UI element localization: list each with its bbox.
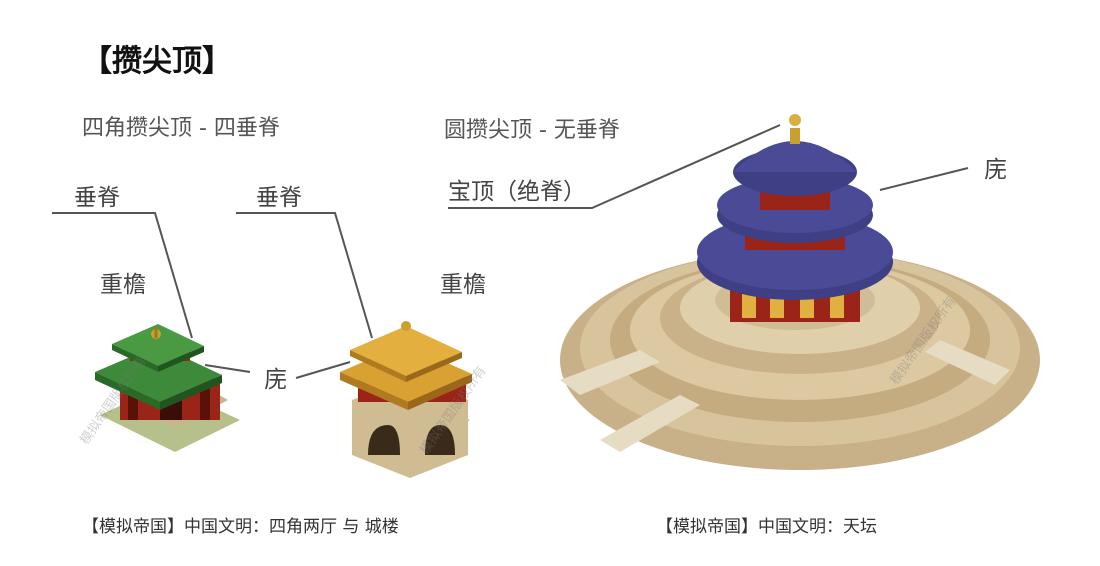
left-caption: 【模拟帝国】中国文明：四角两厅 与 城楼: [82, 517, 399, 537]
gold-tower: [340, 321, 472, 478]
label-wu-right: 庑: [984, 157, 1007, 183]
label-wu-left: 庑: [264, 367, 287, 393]
page-title: 【攒尖顶】: [82, 44, 232, 79]
label-ridge-right: 垂脊: [256, 185, 302, 211]
leader-lines: [52, 124, 969, 379]
green-pavilion: [95, 324, 240, 452]
right-caption: 【模拟帝国】中国文明：天坛: [656, 517, 877, 537]
right-subtitle: 圆攒尖顶 - 无垂脊: [444, 118, 620, 143]
label-baoding: 宝顶（绝脊）: [448, 179, 586, 205]
left-subtitle: 四角攒尖顶 - 四垂脊: [82, 116, 280, 141]
temple-of-heaven: [560, 114, 1040, 470]
label-ridge-left: 垂脊: [74, 185, 120, 211]
